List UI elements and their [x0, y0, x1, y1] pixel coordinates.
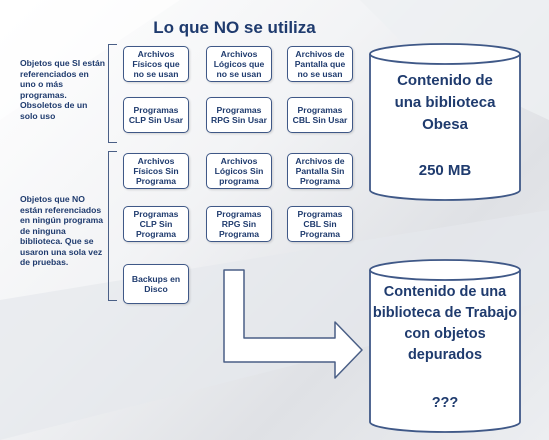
box-archivos-pantalla-no-usan: Archivos de Pantalla que no se usan	[287, 46, 353, 82]
page-title: Lo que NO se utiliza	[153, 18, 316, 37]
box-archivos-fisicos-sin-programa: Archivos Físicos Sin Programa	[123, 153, 189, 189]
box-programas-rpg-sin-usar: Programas RPG Sin Usar	[206, 97, 272, 133]
box-archivos-fisicos-no-usan: Archivos Físicos que no se usan	[123, 46, 189, 82]
note-unreferenced: Objetos que NO están referenciados en ni…	[20, 194, 104, 267]
library-obese-size: 250 MB	[418, 162, 472, 179]
bracket-referenced	[108, 44, 117, 143]
box-backups-en-disco: Backups en Disco	[123, 264, 189, 304]
bracket-unreferenced	[108, 151, 117, 301]
box-archivos-logicos-sin-programa: Archivos Lógicos Sin programa	[206, 153, 272, 189]
box-archivos-pantalla-sin-programa: Archivos de Pantalla Sin Programa	[287, 153, 353, 189]
box-archivos-logicos-no-usan: Archivos Lógicos que no se usan	[206, 46, 272, 82]
box-programas-rpg-sin-programa: Programas RPG Sin Programa	[206, 206, 272, 242]
library-work-label: Contenido de una biblioteca de Trabajo c…	[372, 284, 518, 363]
note-referenced: Objetos que SI están referenciados en un…	[20, 58, 106, 121]
library-obese-label: Contenido de una biblioteca Obesa	[394, 72, 496, 133]
library-work-size: ???	[431, 395, 459, 411]
box-programas-cbl-sin-programa: Programas CBL Sin Programa	[287, 206, 353, 242]
box-programas-cbl-sin-usar: Programas CBL Sin Usar	[287, 97, 353, 133]
box-programas-clp-sin-usar: Programas CLP Sin Usar	[123, 97, 189, 133]
box-programas-clp-sin-programa: Programas CLP Sin Programa	[123, 206, 189, 242]
